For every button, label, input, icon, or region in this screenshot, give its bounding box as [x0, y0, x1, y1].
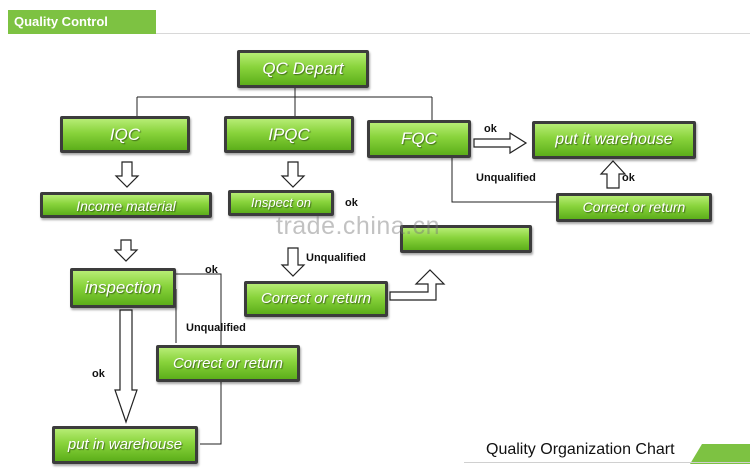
section-header: Quality Control	[8, 10, 156, 34]
node-correct-return-right: Correct or return	[556, 193, 712, 222]
label-ok-warehouse: ok	[622, 172, 635, 184]
arrow-inspect-down	[280, 247, 306, 277]
label-ok-ipqc: ok	[345, 197, 358, 209]
arrow-income-down	[113, 239, 139, 262]
arrow-inspection-down	[114, 309, 138, 424]
node-inspect-on: Inspect on	[228, 190, 334, 216]
label-ok-inspection: ok	[205, 264, 218, 276]
node-ipqc: IPQC	[224, 116, 354, 153]
arrow-fqc-to-warehouse	[473, 131, 528, 155]
node-blank	[400, 225, 532, 253]
watermark: trade.china.cn	[276, 212, 441, 240]
node-income-material: Income material	[40, 192, 212, 218]
node-fqc: FQC	[367, 120, 471, 158]
label-unqualified-fqc: Unqualified	[476, 172, 536, 184]
footer-divider	[464, 462, 750, 463]
arrow-iqc-down	[114, 161, 140, 188]
label-unqualified-ipqc: Unqualified	[306, 252, 366, 264]
arrow-correct-to-warehouse	[599, 160, 627, 189]
footer-accent	[690, 444, 750, 464]
arrow-correct-up	[389, 269, 446, 301]
node-inspection: inspection	[70, 268, 176, 308]
label-ok-down: ok	[92, 368, 105, 380]
node-correct-return-left: Correct or return	[156, 345, 300, 382]
connector-fqc-unqualified	[451, 158, 556, 203]
node-qc-depart: QC Depart	[237, 50, 369, 88]
label-unqualified-inspection: Unqualified	[186, 322, 246, 334]
node-put-it-warehouse: put it warehouse	[532, 121, 696, 159]
chart-title: Quality Organization Chart	[486, 441, 675, 458]
node-correct-return-mid: Correct or return	[244, 281, 388, 317]
label-ok-fqc: ok	[484, 123, 497, 135]
header-divider	[156, 33, 750, 34]
arrow-ipqc-down	[280, 161, 306, 188]
node-put-in-warehouse: put in warehouse	[52, 426, 198, 464]
node-iqc: IQC	[60, 116, 190, 153]
